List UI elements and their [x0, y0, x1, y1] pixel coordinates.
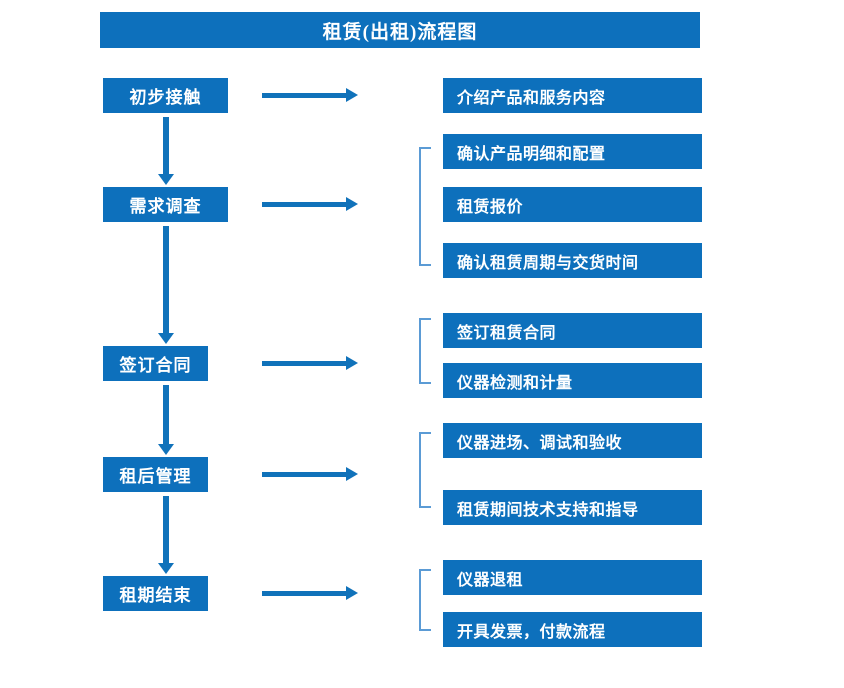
arrow-shaft	[262, 93, 347, 98]
detail-box-instrument-arrival[interactable]: 仪器进场、调试和验收	[443, 423, 702, 458]
arrow-head-down-icon	[158, 444, 174, 455]
arrow-shaft	[262, 202, 347, 207]
arrow-shaft	[262, 591, 347, 596]
arrow-head-down-icon	[158, 563, 174, 574]
detail-box-sign-rental-contract[interactable]: 签订租赁合同	[443, 313, 702, 348]
arrow-shaft	[262, 472, 347, 477]
horizontal-arrow-stage4	[262, 467, 358, 481]
group-bracket-rental-end	[419, 569, 431, 631]
group-bracket-sign-contract	[419, 318, 431, 384]
detail-box-rental-quotation[interactable]: 租赁报价	[443, 187, 702, 222]
vertical-arrow-stage1-to-stage2	[158, 117, 174, 185]
stage-box-post-rental-management[interactable]: 租后管理	[103, 457, 208, 492]
horizontal-arrow-stage2	[262, 197, 358, 211]
horizontal-arrow-stage3	[262, 356, 358, 370]
detail-box-instrument-return[interactable]: 仪器退租	[443, 560, 702, 595]
arrow-shaft	[163, 496, 169, 563]
horizontal-arrow-stage5	[262, 586, 358, 600]
arrow-head-right-icon	[346, 586, 358, 600]
stage-box-sign-contract[interactable]: 签订合同	[103, 346, 208, 381]
vertical-arrow-stage4-to-stage5	[158, 496, 174, 574]
stage-box-rental-end[interactable]: 租期结束	[103, 576, 208, 611]
arrow-shaft	[163, 385, 169, 444]
group-bracket-post-rental-management	[419, 432, 431, 508]
horizontal-arrow-stage1	[262, 88, 358, 102]
flowchart-title: 租赁(出租)流程图	[100, 12, 700, 48]
detail-box-instrument-inspection[interactable]: 仪器检测和计量	[443, 363, 702, 398]
arrow-head-right-icon	[346, 356, 358, 370]
detail-box-invoice-payment[interactable]: 开具发票，付款流程	[443, 612, 702, 647]
arrow-shaft	[262, 361, 347, 366]
arrow-head-down-icon	[158, 174, 174, 185]
arrow-head-right-icon	[346, 88, 358, 102]
detail-box-confirm-rental-period[interactable]: 确认租赁周期与交货时间	[443, 243, 702, 278]
detail-box-technical-support[interactable]: 租赁期间技术支持和指导	[443, 490, 702, 525]
stage-box-initial-contact[interactable]: 初步接触	[103, 78, 228, 113]
arrow-head-down-icon	[158, 333, 174, 344]
detail-box-confirm-product-details[interactable]: 确认产品明细和配置	[443, 134, 702, 169]
arrow-shaft	[163, 226, 169, 333]
vertical-arrow-stage2-to-stage3	[158, 226, 174, 344]
detail-box-introduce-products[interactable]: 介绍产品和服务内容	[443, 78, 702, 113]
vertical-arrow-stage3-to-stage4	[158, 385, 174, 455]
stage-box-demand-survey[interactable]: 需求调查	[103, 187, 228, 222]
arrow-shaft	[163, 117, 169, 174]
arrow-head-right-icon	[346, 197, 358, 211]
group-bracket-demand-survey	[419, 147, 431, 266]
arrow-head-right-icon	[346, 467, 358, 481]
